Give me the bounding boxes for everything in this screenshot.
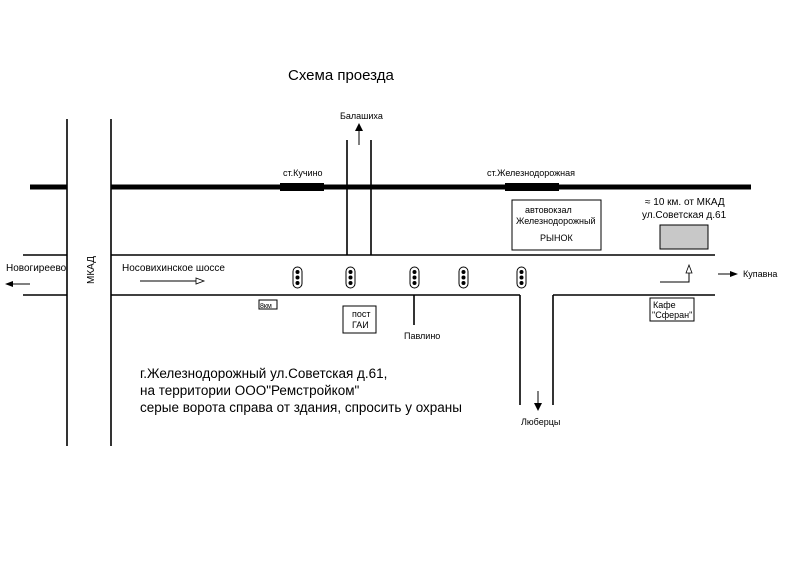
gai-post-box [342, 305, 377, 334]
bus-station-label-line1: автовокзал [525, 205, 572, 215]
traffic-light-icon [292, 266, 303, 289]
lyubertsy-label: Люберцы [521, 417, 560, 427]
kupavna-label: Купавна [743, 269, 777, 279]
balashikha-label: Балашиха [340, 111, 383, 121]
km-marker-box [258, 299, 278, 310]
zheleznodorozhnaya-station-marker [505, 183, 559, 191]
zheleznodorozhnaya-station-label: ст.Железнодорожная [487, 168, 575, 178]
nosovikhinskoe-label: Носовихинское шоссе [122, 263, 225, 274]
mkad-road [66, 119, 112, 446]
address-line3: серые ворота справа от здания, спросить … [140, 400, 462, 415]
destination-building [659, 224, 709, 250]
lyubertsy-road [519, 295, 554, 405]
gai-post-label-line2: ГАИ [352, 320, 369, 330]
mkad-label: МКАД [86, 256, 97, 284]
traffic-light-icon [516, 266, 527, 289]
novogireevo-label: Новогиреево [6, 263, 67, 274]
cafe-box [649, 297, 695, 322]
bus-station-label-line2: Железнодорожный [516, 216, 596, 226]
bus-station-box [511, 199, 602, 251]
balashikha-road [346, 140, 372, 255]
km-marker-label: 8км [260, 303, 272, 310]
gai-post-label-line1: пост [352, 309, 371, 319]
address-line1: г.Железнодорожный ул.Советская д.61, [140, 366, 387, 381]
direction-arrow-icon [140, 277, 206, 285]
destination-address-label: ул.Советская д.61 [642, 210, 727, 221]
market-label: РЫНОК [540, 233, 573, 243]
cafe-label-line2: "Сферан" [652, 310, 692, 320]
lyubertsy-arrow-icon [534, 391, 542, 411]
nosovikhinskoe-highway [23, 254, 715, 296]
traffic-light-icon [409, 266, 420, 289]
kuchino-station-marker [280, 183, 324, 191]
kuchino-station-label: ст.Кучино [283, 168, 323, 178]
map-title: Схема проезда [288, 67, 394, 84]
distance-label: ≈ 10 км. от МКАД [645, 197, 725, 208]
cafe-label-line1: Кафе [653, 300, 676, 310]
traffic-light-icon [458, 266, 469, 289]
address-line2: на территории ООО"Ремстройком" [140, 383, 360, 398]
pavlino-label: Павлино [404, 331, 440, 341]
novogireevo-arrow-icon [5, 281, 30, 287]
kupavna-arrow-icon [718, 271, 738, 277]
turn-arrow-icon [660, 263, 693, 283]
traffic-light-icon [345, 266, 356, 289]
balashikha-arrow-icon [355, 123, 363, 145]
